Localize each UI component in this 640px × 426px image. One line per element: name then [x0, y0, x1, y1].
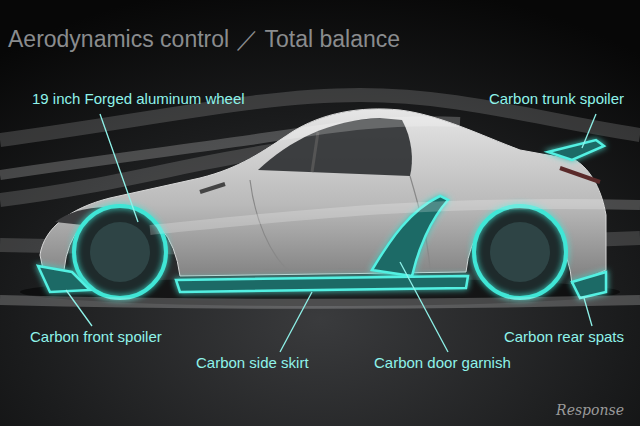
part-label: Carbon door garnish: [374, 354, 511, 371]
part-label: Carbon rear spats: [504, 328, 624, 345]
part-label: Carbon side skirt: [196, 354, 309, 371]
watermark: Response: [556, 402, 624, 418]
part-label: Carbon front spoiler: [30, 328, 162, 345]
part-label: Carbon trunk spoiler: [489, 90, 624, 107]
diagram-title: Aerodynamics control ／ Total balance: [8, 24, 400, 55]
part-label: 19 inch Forged aluminum wheel: [32, 90, 245, 107]
